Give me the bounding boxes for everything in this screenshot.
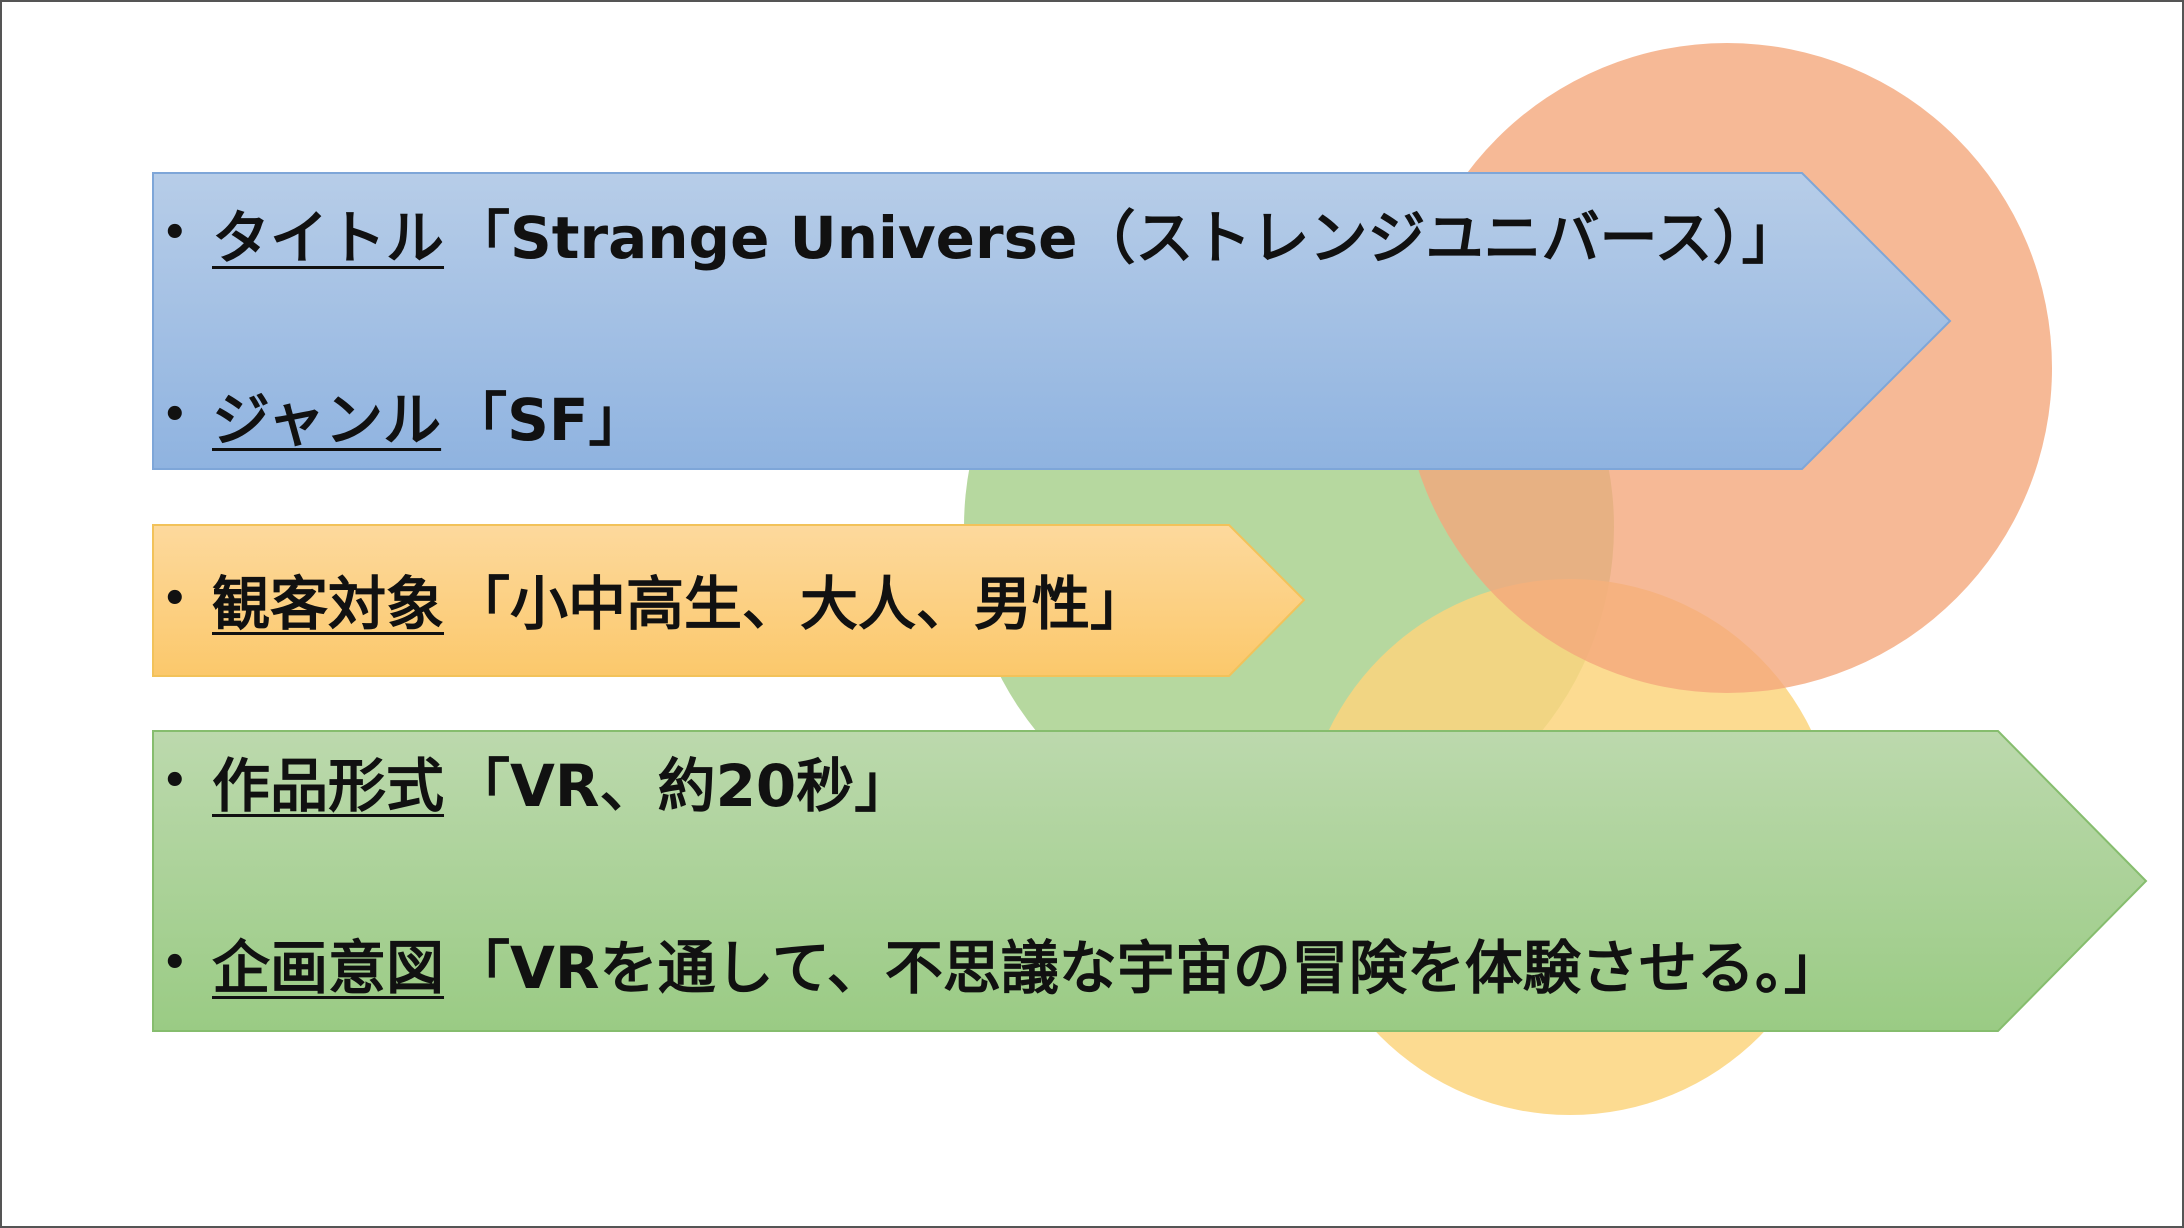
arrow-shape-blue — [152, 172, 1952, 470]
item-value-genre: 「SF」 — [449, 386, 647, 454]
bullet: • — [162, 576, 188, 622]
arrow-shape-orange — [152, 524, 1306, 677]
bullet: • — [162, 758, 188, 804]
item-value-intent: 「VRを通して、不思議な宇宙の冒険を体験させる。」 — [452, 934, 1842, 1002]
bullet: • — [162, 940, 188, 986]
item-label-intent: 企画意図 — [212, 934, 445, 1002]
list-item-format: • 作品形式 「VR、約20秒」 — [162, 740, 912, 822]
list-item-title: • タイトル 「Strange Universe（ストレンジユニバース）」 — [162, 192, 1800, 274]
arrow-shape-green — [152, 730, 2148, 1032]
item-label-audience: 観客対象 — [212, 570, 445, 638]
item-label-format: 作品形式 — [212, 752, 445, 820]
item-label-title: タイトル — [212, 204, 445, 272]
bullet: • — [162, 392, 188, 438]
bullet: • — [162, 210, 188, 256]
item-label-genre: ジャンル — [212, 386, 442, 454]
item-value-format: 「VR、約20秒」 — [452, 752, 913, 820]
list-item-genre: • ジャンル 「SF」 — [162, 374, 647, 456]
item-value-title: 「Strange Universe（ストレンジユニバース）」 — [452, 204, 1800, 272]
item-value-audience: 「小中高生、大人、男性」 — [452, 570, 1149, 638]
list-item-intent: • 企画意図 「VRを通して、不思議な宇宙の冒険を体験させる。」 — [162, 922, 1842, 1004]
list-item-audience: • 観客対象 「小中高生、大人、男性」 — [162, 558, 1148, 640]
